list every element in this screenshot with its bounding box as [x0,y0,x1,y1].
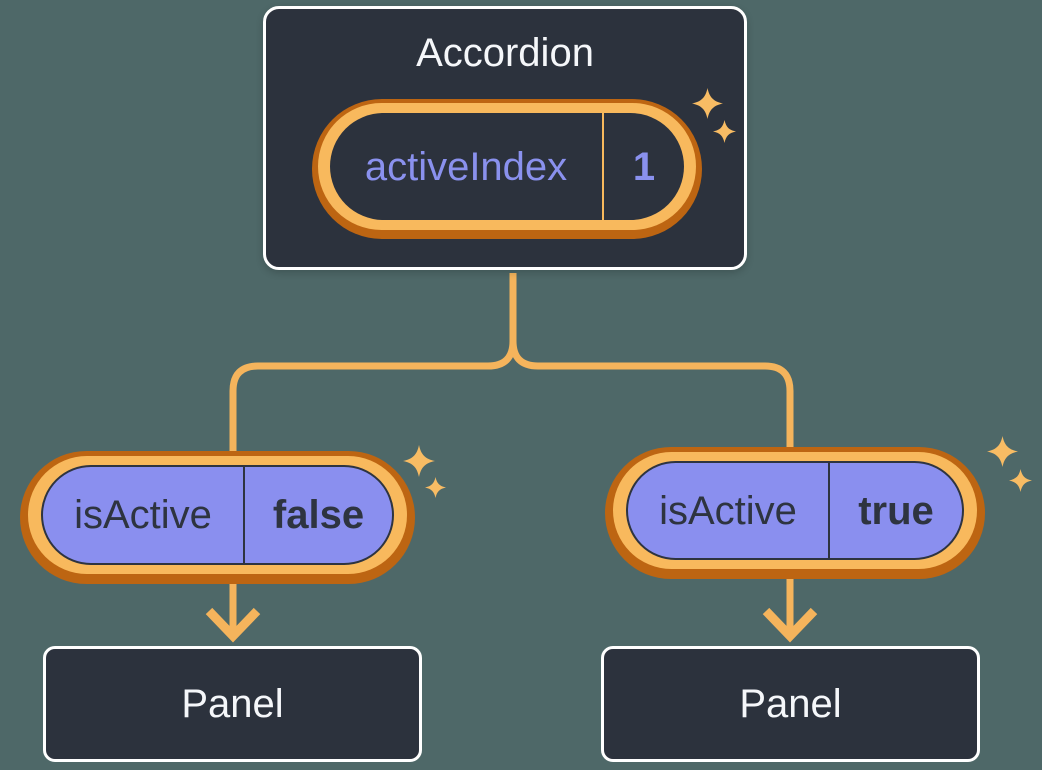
panel-node-title: Panel [181,682,284,726]
panel-node-left: Panel [43,646,422,762]
state-name-label: isActive [659,488,797,533]
state-pill-activeindex: activeIndex 1 [312,99,702,239]
accordion-node-title: Accordion [416,31,594,75]
panel-node-right: Panel [601,646,980,762]
state-pill-isactive-left: isActive false [20,451,415,584]
sparkle-icon [692,88,723,119]
state-pill-body: activeIndex 1 [330,113,684,220]
state-pill-divider [243,467,245,563]
sparkle-icon [425,477,446,498]
state-pill-divider [828,463,830,558]
arrow-down-icon-left [205,607,261,643]
state-pill-highlight-ring: isActive false [28,456,407,574]
state-pill-divider [602,113,604,220]
sparkle-icon [713,120,736,143]
arrow-down-icon-right [762,607,818,643]
sparkle-icon [1009,469,1032,492]
accordion-node: Accordion activeIndex 1 [263,6,747,270]
panel-node-title: Panel [739,682,842,726]
state-pill-highlight-ring: isActive true [613,452,977,569]
state-value-label: true [858,488,934,533]
state-name-label: activeIndex [364,144,568,189]
state-pill-body: isActive false [41,465,394,565]
state-pill-body: isActive true [626,461,964,560]
state-value-label: 1 [632,144,656,189]
state-pill-isactive-right: isActive true [605,447,985,579]
sparkle-icon [987,436,1018,467]
state-value-label: false [272,493,365,537]
state-name-label: isActive [74,493,212,537]
connector-right-branch [509,273,794,633]
state-pill-highlight-ring: activeIndex 1 [318,103,696,230]
sparkle-icon [403,445,435,477]
